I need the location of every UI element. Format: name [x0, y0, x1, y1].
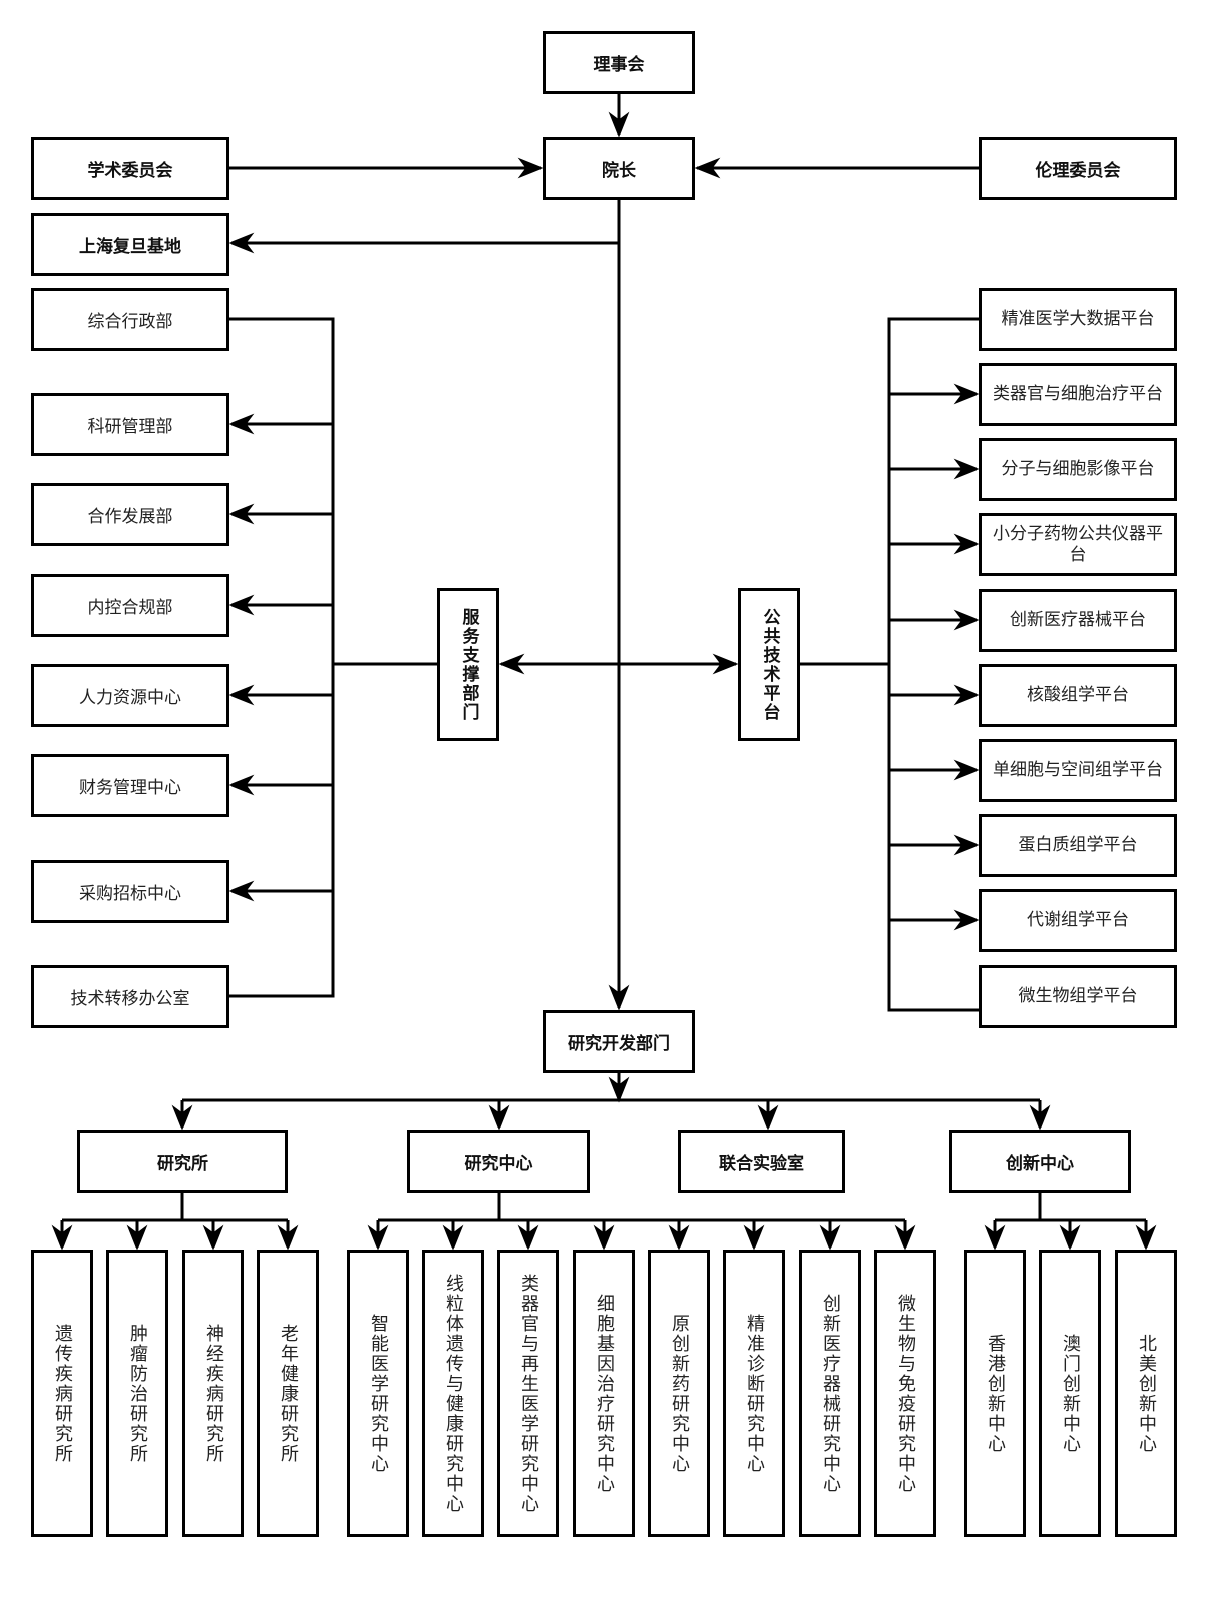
service-dept-box-label: 内控合规部 — [87, 598, 173, 618]
rnd-unit-box-label: 精准诊断研究中心 — [744, 1313, 765, 1474]
rnd-unit-box: 微生物与免疫研究中心 — [874, 1250, 936, 1537]
service-dept-box: 采购招标中心 — [31, 860, 229, 923]
platform-box-label: 微生物组学平台 — [1018, 986, 1138, 1007]
service-dept-box-label: 科研管理部 — [87, 417, 173, 437]
rnd-unit-box-label: 老年健康研究所 — [278, 1323, 299, 1464]
service-dept-box: 合作发展部 — [31, 483, 229, 546]
service-bus — [229, 317, 335, 998]
rnd-unit-box: 类器官与再生医学研究中心 — [497, 1250, 559, 1537]
platform-box: 精准医学大数据平台 — [979, 288, 1177, 351]
service-dept-box: 人力资源中心 — [31, 664, 229, 727]
platform-box-label: 创新医疗器械平台 — [1010, 610, 1146, 631]
rnd-group-box: 创新中心 — [949, 1130, 1131, 1193]
platform-box-label: 精准医学大数据平台 — [1001, 309, 1155, 330]
shanghai-base-box: 上海复旦基地 — [31, 213, 229, 276]
public-platform-label: 公共技术平台 — [759, 607, 780, 722]
service-dept-box-label: 采购招标中心 — [79, 884, 181, 904]
rnd-unit-box-label: 神经疾病研究所 — [203, 1323, 224, 1464]
service-dept-box-label: 人力资源中心 — [79, 688, 181, 708]
rnd-group-box: 研究所 — [77, 1130, 288, 1193]
academic-committee-label: 学术委员会 — [87, 161, 173, 181]
platform-box: 创新医疗器械平台 — [979, 589, 1177, 652]
public-platform-box: 公共技术平台 — [738, 588, 800, 741]
board-box: 理事会 — [543, 31, 695, 94]
platform-box: 类器官与细胞治疗平台 — [979, 363, 1177, 426]
platform-box: 单细胞与空间组学平台 — [979, 739, 1177, 802]
rnd-unit-box: 香港创新中心 — [964, 1250, 1026, 1537]
rnd-group-box-label: 研究中心 — [464, 1154, 533, 1174]
platform-box-label: 分子与细胞影像平台 — [1001, 459, 1155, 480]
president-label: 院长 — [602, 161, 636, 181]
rnd-unit-box: 肿瘤防治研究所 — [106, 1250, 168, 1537]
service-dept-box: 财务管理中心 — [31, 754, 229, 817]
rnd-unit-box-label: 香港创新中心 — [985, 1333, 1006, 1454]
rnd-unit-box-label: 智能医学研究中心 — [368, 1313, 389, 1474]
service-support-box: 服务支撑部门 — [437, 588, 499, 741]
rnd-unit-box-label: 澳门创新中心 — [1060, 1333, 1081, 1454]
rnd-unit-box: 线粒体遗传与健康研究中心 — [422, 1250, 484, 1537]
rnd-group-box-label: 创新中心 — [1006, 1154, 1074, 1174]
rnd-unit-box: 北美创新中心 — [1115, 1250, 1177, 1537]
platform-bus — [887, 317, 979, 1012]
service-dept-box: 技术转移办公室 — [31, 965, 229, 1028]
ethics-committee-label: 伦理委员会 — [1035, 161, 1121, 181]
rnd-unit-box: 原创新药研究中心 — [648, 1250, 710, 1537]
rnd-unit-box-label: 细胞基因治疗研究中心 — [594, 1293, 615, 1494]
rnd-unit-box: 创新医疗器械研究中心 — [799, 1250, 861, 1537]
rnd-unit-box-label: 线粒体遗传与健康研究中心 — [443, 1273, 464, 1514]
service-support-label: 服务支撑部门 — [458, 607, 479, 722]
rnd-unit-box-label: 北美创新中心 — [1136, 1333, 1157, 1454]
rnd-group-box: 研究中心 — [407, 1130, 590, 1193]
platform-box: 蛋白质组学平台 — [979, 814, 1177, 877]
platform-box-label: 核酸组学平台 — [1027, 685, 1129, 706]
platform-box-label: 类器官与细胞治疗平台 — [993, 384, 1163, 405]
service-dept-box: 综合行政部 — [31, 288, 229, 351]
rnd-department-box: 研究开发部门 — [543, 1010, 695, 1073]
board-label: 理事会 — [593, 55, 645, 75]
rnd-unit-box: 遗传疾病研究所 — [31, 1250, 93, 1537]
service-dept-box-label: 合作发展部 — [87, 507, 173, 527]
rnd-group-box-label: 联合实验室 — [719, 1154, 804, 1174]
platform-box-label: 小分子药物公共仪器平台 — [993, 524, 1163, 565]
platform-box-label: 蛋白质组学平台 — [1018, 835, 1138, 856]
shanghai-base-label: 上海复旦基地 — [79, 237, 181, 257]
rnd-unit-box-label: 微生物与免疫研究中心 — [895, 1293, 916, 1494]
president-box: 院长 — [543, 137, 695, 200]
ethics-committee-box: 伦理委员会 — [979, 137, 1177, 200]
rnd-group-box-label: 研究所 — [157, 1154, 208, 1174]
platform-box-label: 代谢组学平台 — [1027, 910, 1129, 931]
platform-box: 代谢组学平台 — [979, 889, 1177, 952]
academic-committee-box: 学术委员会 — [31, 137, 229, 200]
service-dept-box-label: 综合行政部 — [87, 312, 173, 332]
platform-box: 核酸组学平台 — [979, 664, 1177, 727]
service-dept-box-label: 财务管理中心 — [79, 778, 181, 798]
platform-box-label: 单细胞与空间组学平台 — [993, 760, 1163, 781]
platform-box: 小分子药物公共仪器平台 — [979, 513, 1177, 576]
rnd-group-box: 联合实验室 — [678, 1130, 845, 1193]
rnd-unit-box-label: 类器官与再生医学研究中心 — [518, 1273, 539, 1514]
rnd-department-label: 研究开发部门 — [568, 1034, 670, 1054]
rnd-unit-box: 神经疾病研究所 — [182, 1250, 244, 1537]
platform-box: 分子与细胞影像平台 — [979, 438, 1177, 501]
service-dept-box: 科研管理部 — [31, 393, 229, 456]
rnd-unit-box: 细胞基因治疗研究中心 — [573, 1250, 635, 1537]
rnd-unit-box-label: 肿瘤防治研究所 — [127, 1323, 148, 1464]
rnd-unit-box-label: 创新医疗器械研究中心 — [820, 1293, 841, 1494]
rnd-unit-box: 精准诊断研究中心 — [723, 1250, 785, 1537]
rnd-unit-box-label: 遗传疾病研究所 — [52, 1323, 73, 1464]
rnd-unit-box: 老年健康研究所 — [257, 1250, 319, 1537]
rnd-unit-box: 智能医学研究中心 — [347, 1250, 409, 1537]
rnd-unit-box: 澳门创新中心 — [1039, 1250, 1101, 1537]
rnd-unit-box-label: 原创新药研究中心 — [669, 1313, 690, 1474]
service-dept-box-label: 技术转移办公室 — [70, 989, 190, 1009]
service-dept-box: 内控合规部 — [31, 574, 229, 637]
platform-box: 微生物组学平台 — [979, 965, 1177, 1028]
